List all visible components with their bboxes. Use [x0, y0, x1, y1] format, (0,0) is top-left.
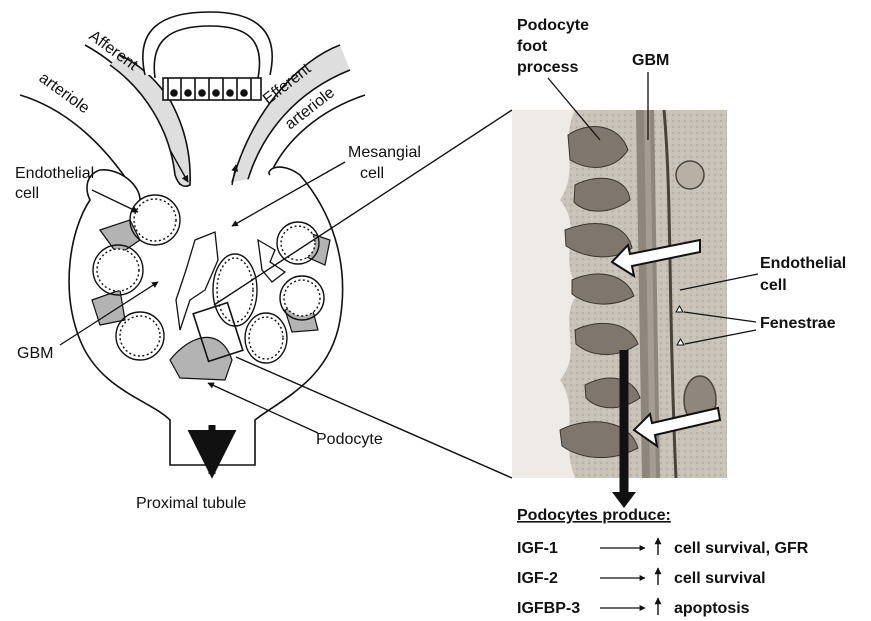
podocyte-foot-label-line2: foot	[517, 38, 548, 55]
micrograph-gbm-label: GBM	[632, 52, 669, 69]
distal-tubule	[143, 12, 272, 100]
endothelial-label-line1: Endothelial	[15, 165, 94, 182]
production-row: IGFBP-3 apoptosis	[517, 598, 750, 617]
podocyte-foot-label-line3: process	[517, 59, 578, 76]
proximal-tubule-label: Proximal tubule	[136, 495, 246, 512]
zoom-line-bottom	[236, 357, 512, 478]
podocyte-label: Podocyte	[316, 431, 383, 448]
effect-label: apoptosis	[674, 600, 750, 617]
micrograph-endothelial-label-line2: cell	[760, 277, 787, 294]
podocyte-foot-label-line1: Podocyte	[517, 17, 589, 34]
micrograph-endothelial-label-line1: Endothelial	[760, 255, 846, 272]
production-row: IGF-2 cell survival	[517, 568, 766, 587]
gbm-label: GBM	[17, 345, 53, 362]
afferent-arteriole-label: arteriole	[36, 69, 93, 117]
factor-label: IGFBP-3	[517, 600, 580, 617]
effect-label: cell survival, GFR	[674, 540, 809, 557]
fenestrae-label: Fenestrae	[760, 315, 836, 332]
production-header: Podocytes produce:	[517, 507, 671, 524]
production-arrow-head	[612, 492, 636, 508]
factor-label: IGF-1	[517, 540, 558, 557]
factor-label: IGF-2	[517, 570, 558, 587]
production-row: IGF-1 cell survival, GFR	[517, 538, 809, 557]
mesangial-label-line2: cell	[360, 165, 384, 182]
mesangial-label-line1: Mesangial	[348, 144, 421, 161]
effect-label: cell survival	[674, 570, 766, 587]
endothelial-label-line2: cell	[15, 185, 39, 202]
